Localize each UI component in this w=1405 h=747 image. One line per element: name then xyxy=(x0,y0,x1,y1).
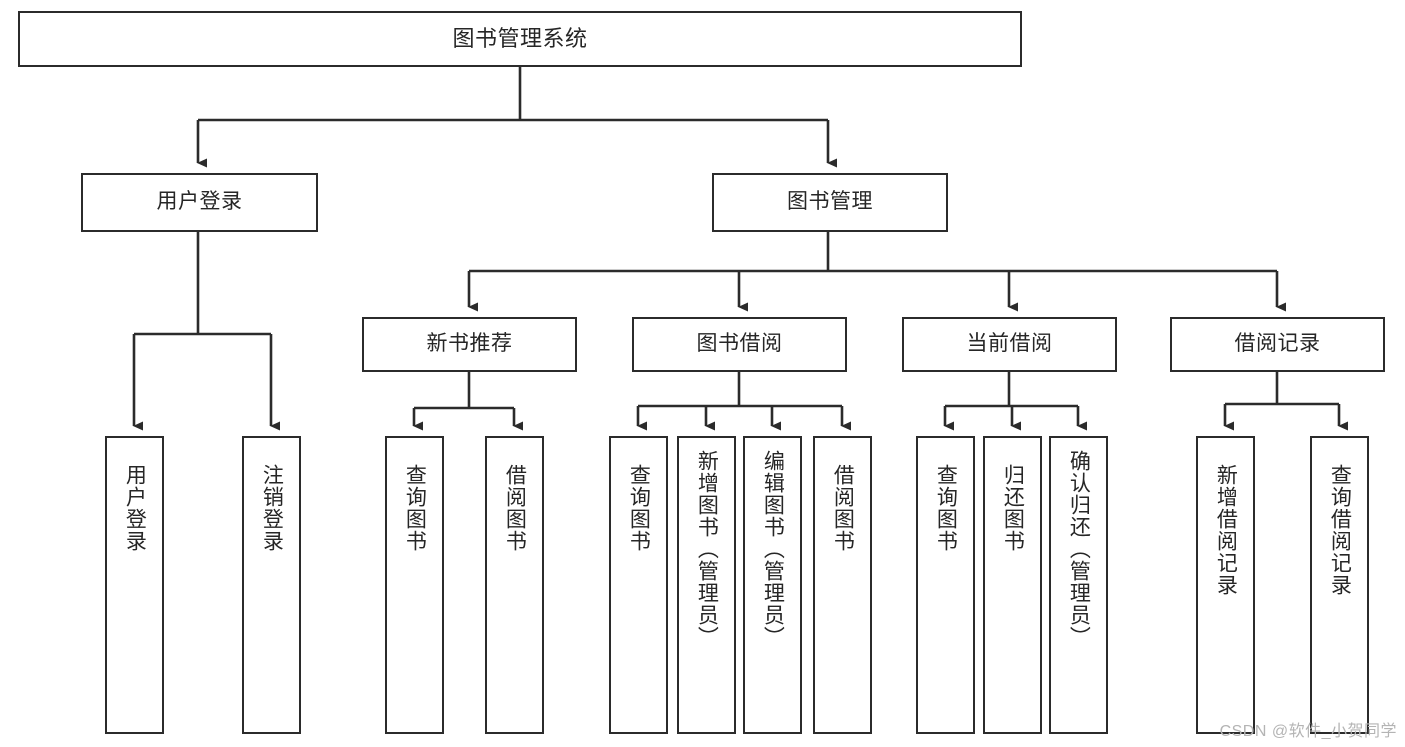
node-leaf-borrow-book-1-label: 借阅图书 xyxy=(503,464,527,552)
node-leaf-add-record-label: 新增借阅记录 xyxy=(1214,464,1238,596)
node-leaf-query-book-2-label: 查询图书 xyxy=(627,464,651,552)
node-leaf-edit-book-label: 编辑图书（管理员） xyxy=(761,450,785,648)
node-leaf-confirm-return[interactable]: 确认归还（管理员） xyxy=(1049,436,1108,734)
node-user-login[interactable]: 用户登录 xyxy=(81,173,318,232)
node-leaf-return-book[interactable]: 归还图书 xyxy=(983,436,1042,734)
node-leaf-query-book-3-label: 查询图书 xyxy=(934,464,958,552)
node-root[interactable]: 图书管理系统 xyxy=(18,11,1022,67)
node-current-borrow[interactable]: 当前借阅 xyxy=(902,317,1117,372)
node-leaf-user-login[interactable]: 用户登录 xyxy=(105,436,164,734)
node-book-borrow-label: 图书借阅 xyxy=(696,332,783,356)
node-new-book-recommend-label: 新书推荐 xyxy=(426,332,513,356)
node-leaf-query-book-1-label: 查询图书 xyxy=(403,464,427,552)
node-book-manage[interactable]: 图书管理 xyxy=(712,173,948,232)
node-user-login-label: 用户登录 xyxy=(156,190,243,214)
node-leaf-edit-book[interactable]: 编辑图书（管理员） xyxy=(743,436,802,734)
node-root-label: 图书管理系统 xyxy=(452,26,588,52)
node-leaf-add-book[interactable]: 新增图书（管理员） xyxy=(677,436,736,734)
node-leaf-query-book-3[interactable]: 查询图书 xyxy=(916,436,975,734)
node-leaf-user-login-label: 用户登录 xyxy=(123,464,147,552)
node-book-manage-label: 图书管理 xyxy=(787,190,873,214)
node-leaf-logout-label: 注销登录 xyxy=(260,464,284,552)
node-leaf-logout[interactable]: 注销登录 xyxy=(242,436,301,734)
node-leaf-query-record-label: 查询借阅记录 xyxy=(1328,464,1352,596)
node-new-book-recommend[interactable]: 新书推荐 xyxy=(362,317,577,372)
node-leaf-confirm-return-label: 确认归还（管理员） xyxy=(1067,450,1091,648)
node-current-borrow-label: 当前借阅 xyxy=(966,332,1053,356)
watermark-text: CSDN @软件_小贺同学 xyxy=(1219,723,1397,740)
node-leaf-borrow-book-2[interactable]: 借阅图书 xyxy=(813,436,872,734)
node-leaf-add-book-label: 新增图书（管理员） xyxy=(695,450,719,648)
node-borrow-record[interactable]: 借阅记录 xyxy=(1170,317,1385,372)
node-borrow-record-label: 借阅记录 xyxy=(1234,332,1321,356)
node-book-borrow[interactable]: 图书借阅 xyxy=(632,317,847,372)
node-leaf-query-record[interactable]: 查询借阅记录 xyxy=(1310,436,1369,734)
node-leaf-add-record[interactable]: 新增借阅记录 xyxy=(1196,436,1255,734)
node-leaf-query-book-2[interactable]: 查询图书 xyxy=(609,436,668,734)
node-leaf-return-book-label: 归还图书 xyxy=(1001,464,1025,552)
node-leaf-borrow-book-1[interactable]: 借阅图书 xyxy=(485,436,544,734)
node-leaf-query-book-1[interactable]: 查询图书 xyxy=(385,436,444,734)
node-leaf-borrow-book-2-label: 借阅图书 xyxy=(831,464,855,552)
